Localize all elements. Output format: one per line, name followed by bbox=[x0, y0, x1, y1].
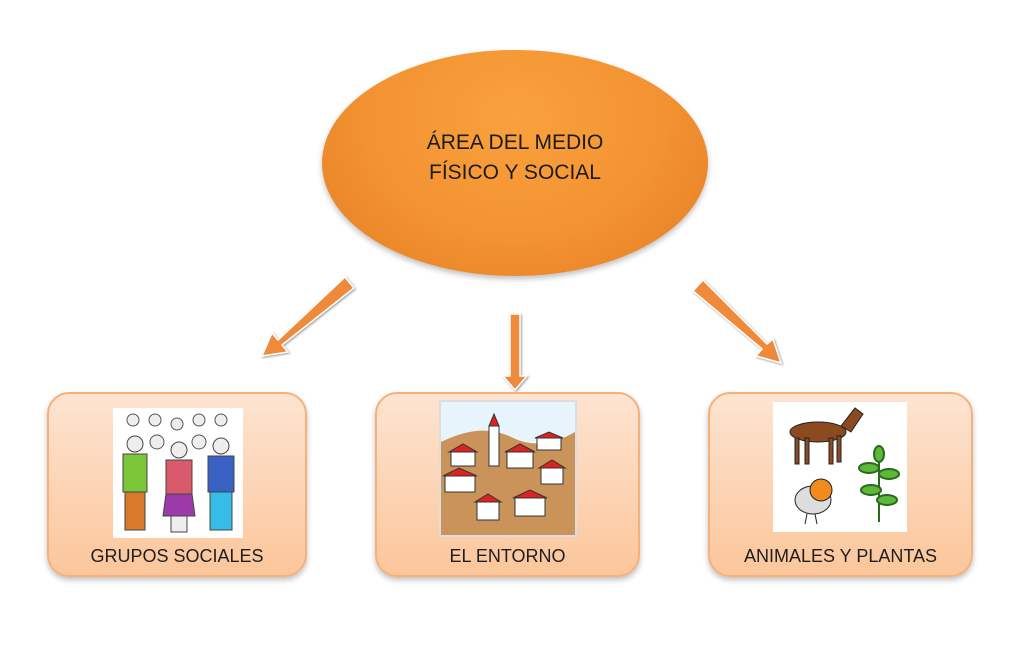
people-group-icon bbox=[113, 408, 243, 538]
node-grupos-sociales: GRUPOS SOCIALES bbox=[47, 392, 307, 577]
arrow-to-animales-y-plantas bbox=[691, 278, 783, 365]
central-node: ÁREA DEL MEDIO FÍSICO Y SOCIAL bbox=[322, 50, 708, 276]
village-icon bbox=[439, 400, 577, 537]
central-node-line1: ÁREA DEL MEDIO bbox=[426, 131, 604, 154]
animals-plants-icon bbox=[773, 402, 907, 532]
node-label: ANIMALES Y PLANTAS bbox=[743, 546, 938, 566]
node-el-entorno: EL ENTORNO bbox=[375, 392, 640, 577]
arrow-to-el-entorno bbox=[501, 313, 529, 392]
node-label: GRUPOS SOCIALES bbox=[90, 546, 264, 566]
node-label: EL ENTORNO bbox=[449, 546, 566, 566]
arrow-to-grupos-sociales bbox=[260, 275, 356, 357]
central-node-line2: FÍSICO Y SOCIAL bbox=[429, 161, 601, 184]
node-animales-y-plantas: ANIMALES Y PLANTAS bbox=[708, 392, 973, 577]
